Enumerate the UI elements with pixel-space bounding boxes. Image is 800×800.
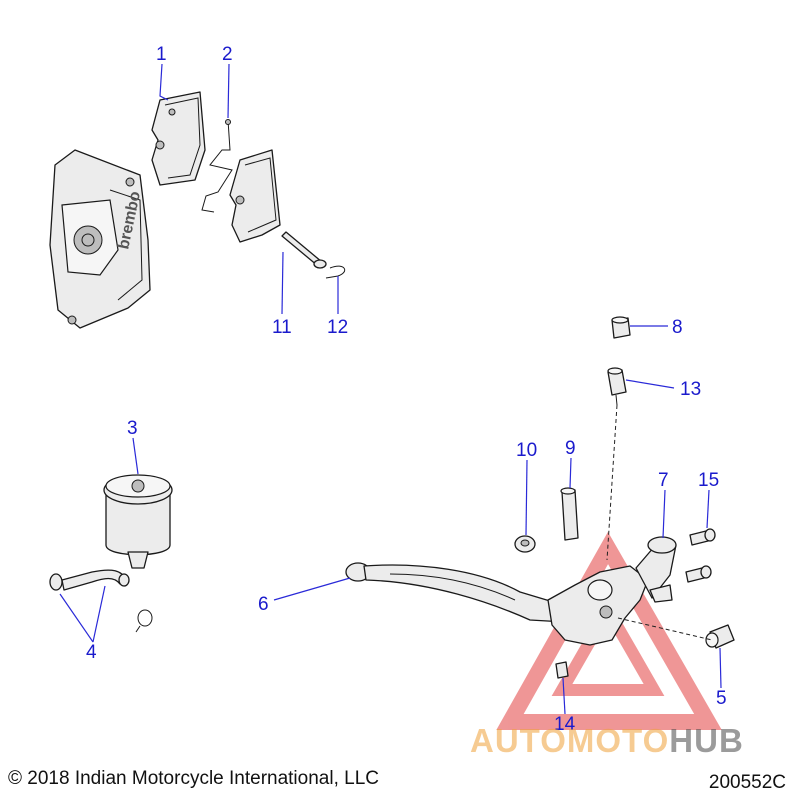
callout-12: 12 [327,317,348,338]
brake-light-switch [705,624,735,649]
brake-pad-rear [229,149,281,243]
r-clip [325,265,346,279]
fluid-reservoir [103,474,173,569]
master-cylinder [547,536,677,646]
watermark-triangle-logo [496,531,722,730]
callout-6: 6 [258,594,269,615]
clamp-bolts [685,528,716,583]
callout-13: 13 [680,379,701,400]
callout-15: 15 [698,470,719,491]
brake-lever [345,562,566,623]
watermark-text-part2: HUB [669,722,744,759]
reservoir-hose [49,569,130,591]
callout-5: 5 [716,688,727,709]
assembly-line-switch [617,617,713,641]
adjuster-nut [514,535,536,553]
watermark-text-part1: AUTOMOTO [470,722,670,759]
callout-7: 7 [658,470,669,491]
assembly-line-bleed [606,404,618,561]
callout-3: 3 [127,418,138,439]
pad-spring [201,119,233,213]
copyright-text: © 2018 Indian Motorcycle International, … [8,768,379,789]
brake-caliper: brembo [49,149,151,329]
hose-clamp [135,609,153,633]
callout-9: 9 [565,438,576,459]
callout-11: 11 [272,317,292,338]
pad-pin [281,231,327,269]
watermark-text: AUTOMOTOHUB [470,722,744,760]
callout-2: 2 [222,44,233,65]
brake-pad-front [151,91,206,186]
bleed-screw [607,367,627,406]
bushing [555,661,569,679]
callout-1: 1 [156,44,167,65]
diagram-id: 200552C [708,772,786,793]
rubber-cap [611,316,631,339]
callout-14: 14 [554,714,576,735]
callout-4: 4 [86,642,97,663]
pivot-pin [560,487,579,541]
leader-lines [59,63,722,715]
callout-10: 10 [516,440,537,461]
callout-8: 8 [672,317,683,338]
